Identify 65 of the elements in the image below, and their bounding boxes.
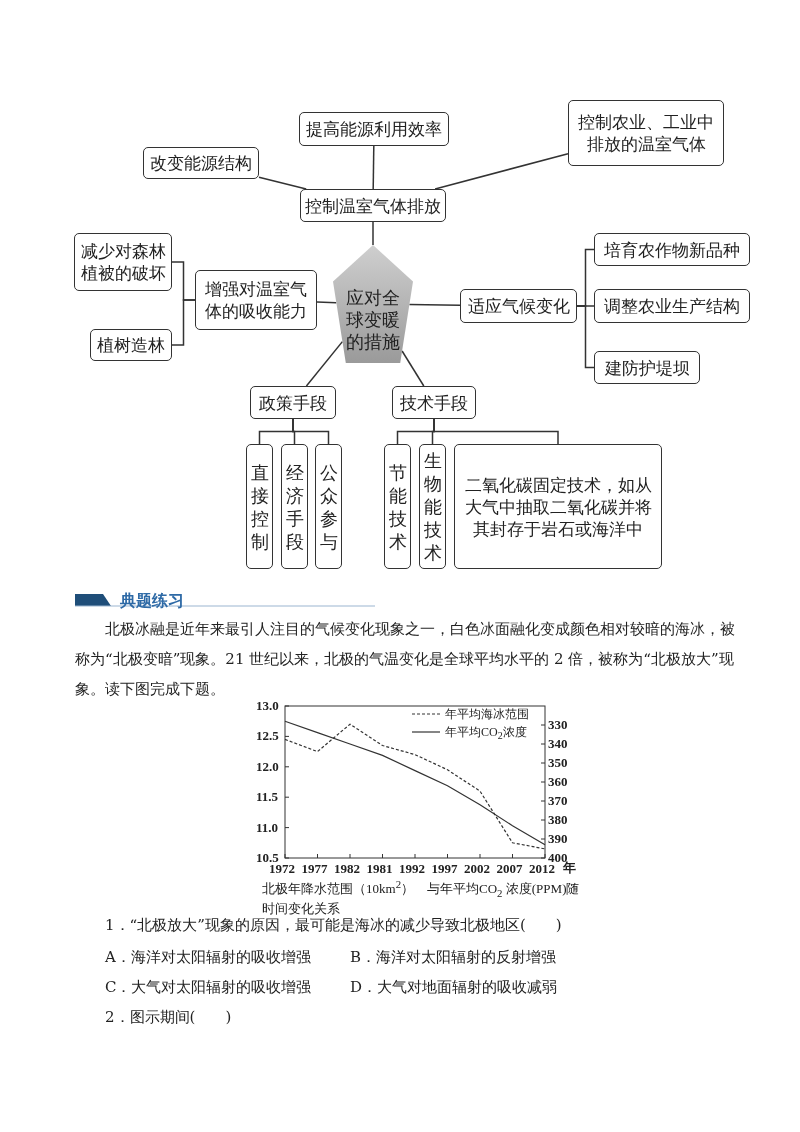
axis-tick-label: 1997 [431,862,458,876]
axis-tick-label: 2012 [529,862,555,876]
topic-box: 减少对森林植被的破坏 [74,233,172,291]
axis-tick-label: 390 [548,832,568,846]
connector-line [434,152,569,190]
answer-option: C．大气对太阳辐射的吸收增强 [105,972,345,1002]
topic-box: 提高能源利用效率 [299,112,449,146]
axis-tick-label: 2002 [464,862,490,876]
legend-label: 年平均CO$_{2}$浓度 [445,725,527,744]
axis-tick-label: 10.5 [256,851,279,865]
topic-box: 增强对温室气体的吸收能力 [195,270,317,330]
topic-box: 二氧化碳固定技术，如从大气中抽取二氧化碳并将其封存于岩石或海洋中 [454,444,662,569]
paragraph: 北极冰融是近年来最引人注目的气候变化现象之一，白色冰面融化变成颜色相对较暗的海冰，被称为“北极变暗”现象。21 世纪以来，北极的气温变化是全球平均水平的 2 倍，被称为“北极放大”现象。读下图完成下题。 [75,619,735,700]
chart-caption: 北极年降水范围（10km$^{2}$） 与年平均CO$_{2}$ 浓度(PPM)随时间变化关系 [262,877,581,917]
axis-tick-label: 360 [548,775,568,789]
section-heading: 典题练习 [120,590,184,612]
connector-line [576,305,595,369]
axis-tick-label: 11.5 [256,790,279,805]
axis-tick-label: 1982 [334,862,360,876]
axis-tick-label: 340 [548,737,568,751]
connector-line [401,350,425,387]
vertical-text-box: 公众参与 [315,444,342,569]
answer-option: A．海洋对太阳辐射的吸收增强 [105,942,345,972]
axis-tick-label: 1977 [301,862,328,876]
question-text: 1．“北极放大”现象的原因，最可能是海冰的减少导致北极地区( ) [105,915,563,936]
axis-tick-label: 1981 [366,862,393,876]
vertical-text-box: 经济手段 [281,444,308,569]
topic-box: 控制农业、工业中排放的温室气体 [568,100,724,166]
connector-line [408,303,461,306]
connector-line [316,301,338,304]
connector-line [372,221,374,246]
topic-box: 改变能源结构 [143,147,259,179]
answer-option: D．大气对地面辐射的吸收减弱 [350,972,650,1002]
axis-tick-label: 380 [548,813,568,827]
axis-tick-label: 12.5 [256,729,279,744]
axis-tick-label: 12.0 [256,759,279,774]
topic-box: 控制温室气体排放 [300,189,446,222]
connector-line [171,299,196,346]
topic-box: 技术手段 [392,386,476,419]
vertical-text-box: 节能技术 [384,444,411,569]
legend-label: 年平均海冰范围 [445,707,529,721]
answer-option: B．海洋对太阳辐射的反射增强 [350,942,650,972]
axis-tick-label: 2007 [496,862,523,876]
axis-tick-label: 370 [548,794,568,808]
connector-line [372,145,375,190]
axis-tick-label: 350 [548,756,568,770]
topic-box: 适应气候变化 [460,289,577,323]
connector-line [433,418,559,445]
question-text: 2．图示期间( ) [105,1007,233,1028]
vertical-text-box: 生物能技术 [419,444,446,569]
axis-tick-label: 11.0 [256,820,279,835]
axis-tick-label: 13.0 [256,699,279,713]
connector-line [258,176,307,190]
connector-line [305,340,344,387]
topic-box: 植树造林 [90,329,172,361]
axis-title: 年 [563,861,576,875]
axis-tick-label: 330 [548,718,568,732]
axis-tick-label: 1972 [269,862,295,876]
topic-box: 培育农作物新品种 [594,233,750,266]
vertical-text-box: 直接控制 [246,444,273,569]
connector-line [292,418,330,445]
topic-box: 建防护堤坝 [594,351,700,384]
axis-tick-label: 1992 [399,862,425,876]
topic-box: 政策手段 [250,386,336,419]
topic-box: 调整农业生产结构 [594,289,750,323]
